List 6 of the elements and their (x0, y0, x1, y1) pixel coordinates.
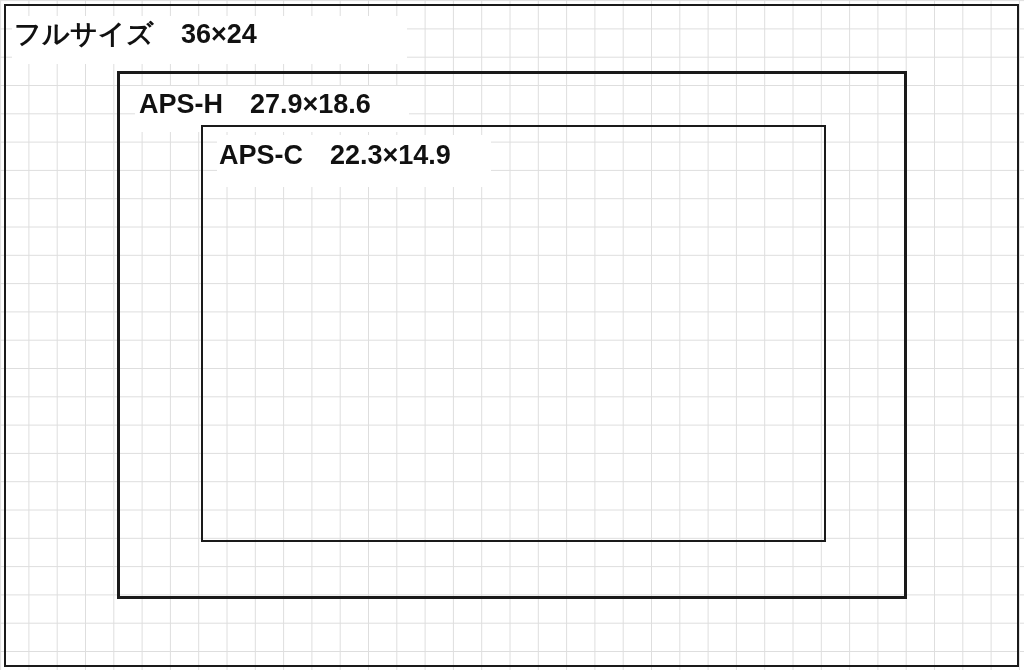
sensor-size-label: APS-C 22.3×14.9 (217, 135, 491, 187)
sensor-size-frame (201, 125, 826, 542)
sensor-size-label: フルサイズ 36×24 (12, 16, 407, 64)
sensor-size-label: APS-H 27.9×18.6 (135, 86, 409, 132)
sensor-size-frame (4, 4, 1019, 667)
sensor-size-frame (117, 71, 907, 599)
